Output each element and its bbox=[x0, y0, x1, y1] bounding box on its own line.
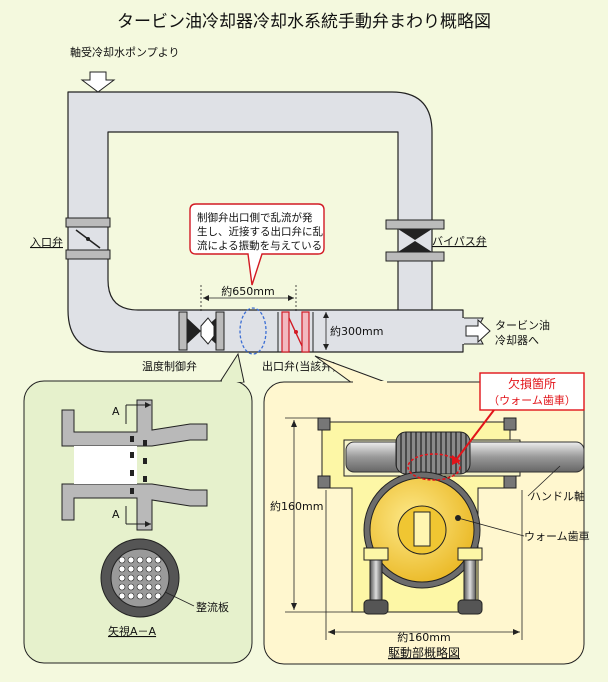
height-label: 約160mm bbox=[270, 499, 323, 513]
flow-plate-view bbox=[100, 538, 180, 618]
diameter-dimension bbox=[323, 312, 329, 350]
section-a-bottom-label: A bbox=[112, 508, 120, 521]
section-a-top-label: A bbox=[112, 405, 120, 418]
flow-plate-hole bbox=[154, 574, 162, 582]
flow-plate-hole bbox=[136, 592, 144, 600]
flow-plate-hole bbox=[154, 556, 162, 564]
flow-plate-hole bbox=[118, 556, 126, 564]
flow-plate-hole bbox=[118, 583, 126, 591]
damage-arrowhead-icon bbox=[452, 455, 461, 465]
flow-plate-hole bbox=[127, 565, 135, 573]
width-dimension bbox=[325, 490, 523, 640]
inlet-valve-label: 入口弁 bbox=[30, 235, 63, 249]
flow-plate-leader bbox=[164, 591, 195, 607]
flow-plate-hole bbox=[145, 592, 153, 600]
damage-arrow bbox=[455, 409, 495, 461]
section-arrow-bottom bbox=[125, 506, 151, 527]
outlet-to-line1: タービン油 bbox=[495, 318, 550, 332]
temp-valve-label: 温度制御弁 bbox=[142, 359, 197, 373]
distance-dimension bbox=[200, 285, 297, 312]
inlet-valve bbox=[65, 217, 111, 260]
handle-shaft-label: ハンドル軸 bbox=[530, 489, 585, 503]
callout-line2: 生し、近接する出口弁に乱 bbox=[197, 225, 323, 238]
mounting-bolts bbox=[363, 547, 483, 615]
flow-plate-hole bbox=[145, 574, 153, 582]
worm-gear-label: ウォーム歯車 bbox=[524, 529, 590, 543]
worm-gear-leader bbox=[457, 517, 525, 537]
outlet-valve bbox=[277, 311, 314, 353]
outlet-arrow-icon bbox=[465, 318, 491, 344]
callout-bubble bbox=[189, 203, 325, 286]
inlet-source-label: 軸受冷却水ポンプより bbox=[70, 45, 179, 59]
width-label: 約160mm bbox=[397, 630, 450, 644]
flow-plate-hole bbox=[154, 583, 162, 591]
flow-plate-hole bbox=[136, 574, 144, 582]
outlet-valve-label: 出口弁(当該弁) bbox=[262, 359, 337, 373]
flow-plate-hole bbox=[136, 583, 144, 591]
flow-plate-hole bbox=[127, 574, 135, 582]
flow-plate-hole bbox=[127, 556, 135, 564]
flow-plate-hole bbox=[136, 556, 144, 564]
flow-plate-hole bbox=[154, 592, 162, 600]
flow-plate-hole bbox=[118, 565, 126, 573]
section-arrow-top bbox=[125, 402, 151, 424]
turbulence-zone bbox=[239, 307, 267, 355]
callout-line1: 制御弁出口側で乱流が発 bbox=[197, 211, 313, 224]
worm bbox=[395, 431, 471, 475]
height-dimension bbox=[285, 417, 352, 613]
damage-line1: 欠損箇所 bbox=[508, 376, 556, 391]
flow-plate-hole bbox=[145, 583, 153, 591]
flow-plate-label: 整流板 bbox=[196, 600, 229, 614]
callout-line3: 流による振動を与えている bbox=[197, 239, 322, 252]
flow-plate-hole bbox=[127, 592, 135, 600]
distance-label: 約650mm bbox=[221, 284, 274, 298]
damage-line2: （ウォーム歯車） bbox=[488, 393, 576, 407]
bypass-valve-label: バイパス弁 bbox=[432, 234, 487, 248]
drive-caption: 駆動部概略図 bbox=[388, 645, 460, 660]
strainer-section bbox=[61, 399, 208, 531]
damage-marker bbox=[407, 453, 461, 481]
worm-gear bbox=[363, 471, 481, 589]
view-caption: 矢視A－A bbox=[108, 624, 157, 638]
bypass-valve bbox=[385, 219, 445, 262]
flow-plate-hole bbox=[154, 565, 162, 573]
damage-box bbox=[479, 372, 585, 411]
flow-plate-hole bbox=[118, 574, 126, 582]
flow-plate-hole bbox=[136, 565, 144, 573]
outlet-to-line2: 冷却器へ bbox=[495, 334, 539, 347]
inlet-arrow-icon bbox=[80, 71, 116, 93]
page-title: タービン油冷却器冷却水系統手動弁まわり概略図 bbox=[117, 12, 491, 32]
flow-plate-hole bbox=[145, 556, 153, 564]
flow-plate-hole bbox=[145, 565, 153, 573]
flow-plate-hole bbox=[127, 583, 135, 591]
temp-control-valve bbox=[178, 311, 225, 351]
handle-shaft-leader bbox=[527, 465, 561, 497]
left-panel-pointer bbox=[219, 352, 245, 383]
flow-plate-hole bbox=[118, 592, 126, 600]
diameter-label: 約300mm bbox=[330, 324, 383, 338]
